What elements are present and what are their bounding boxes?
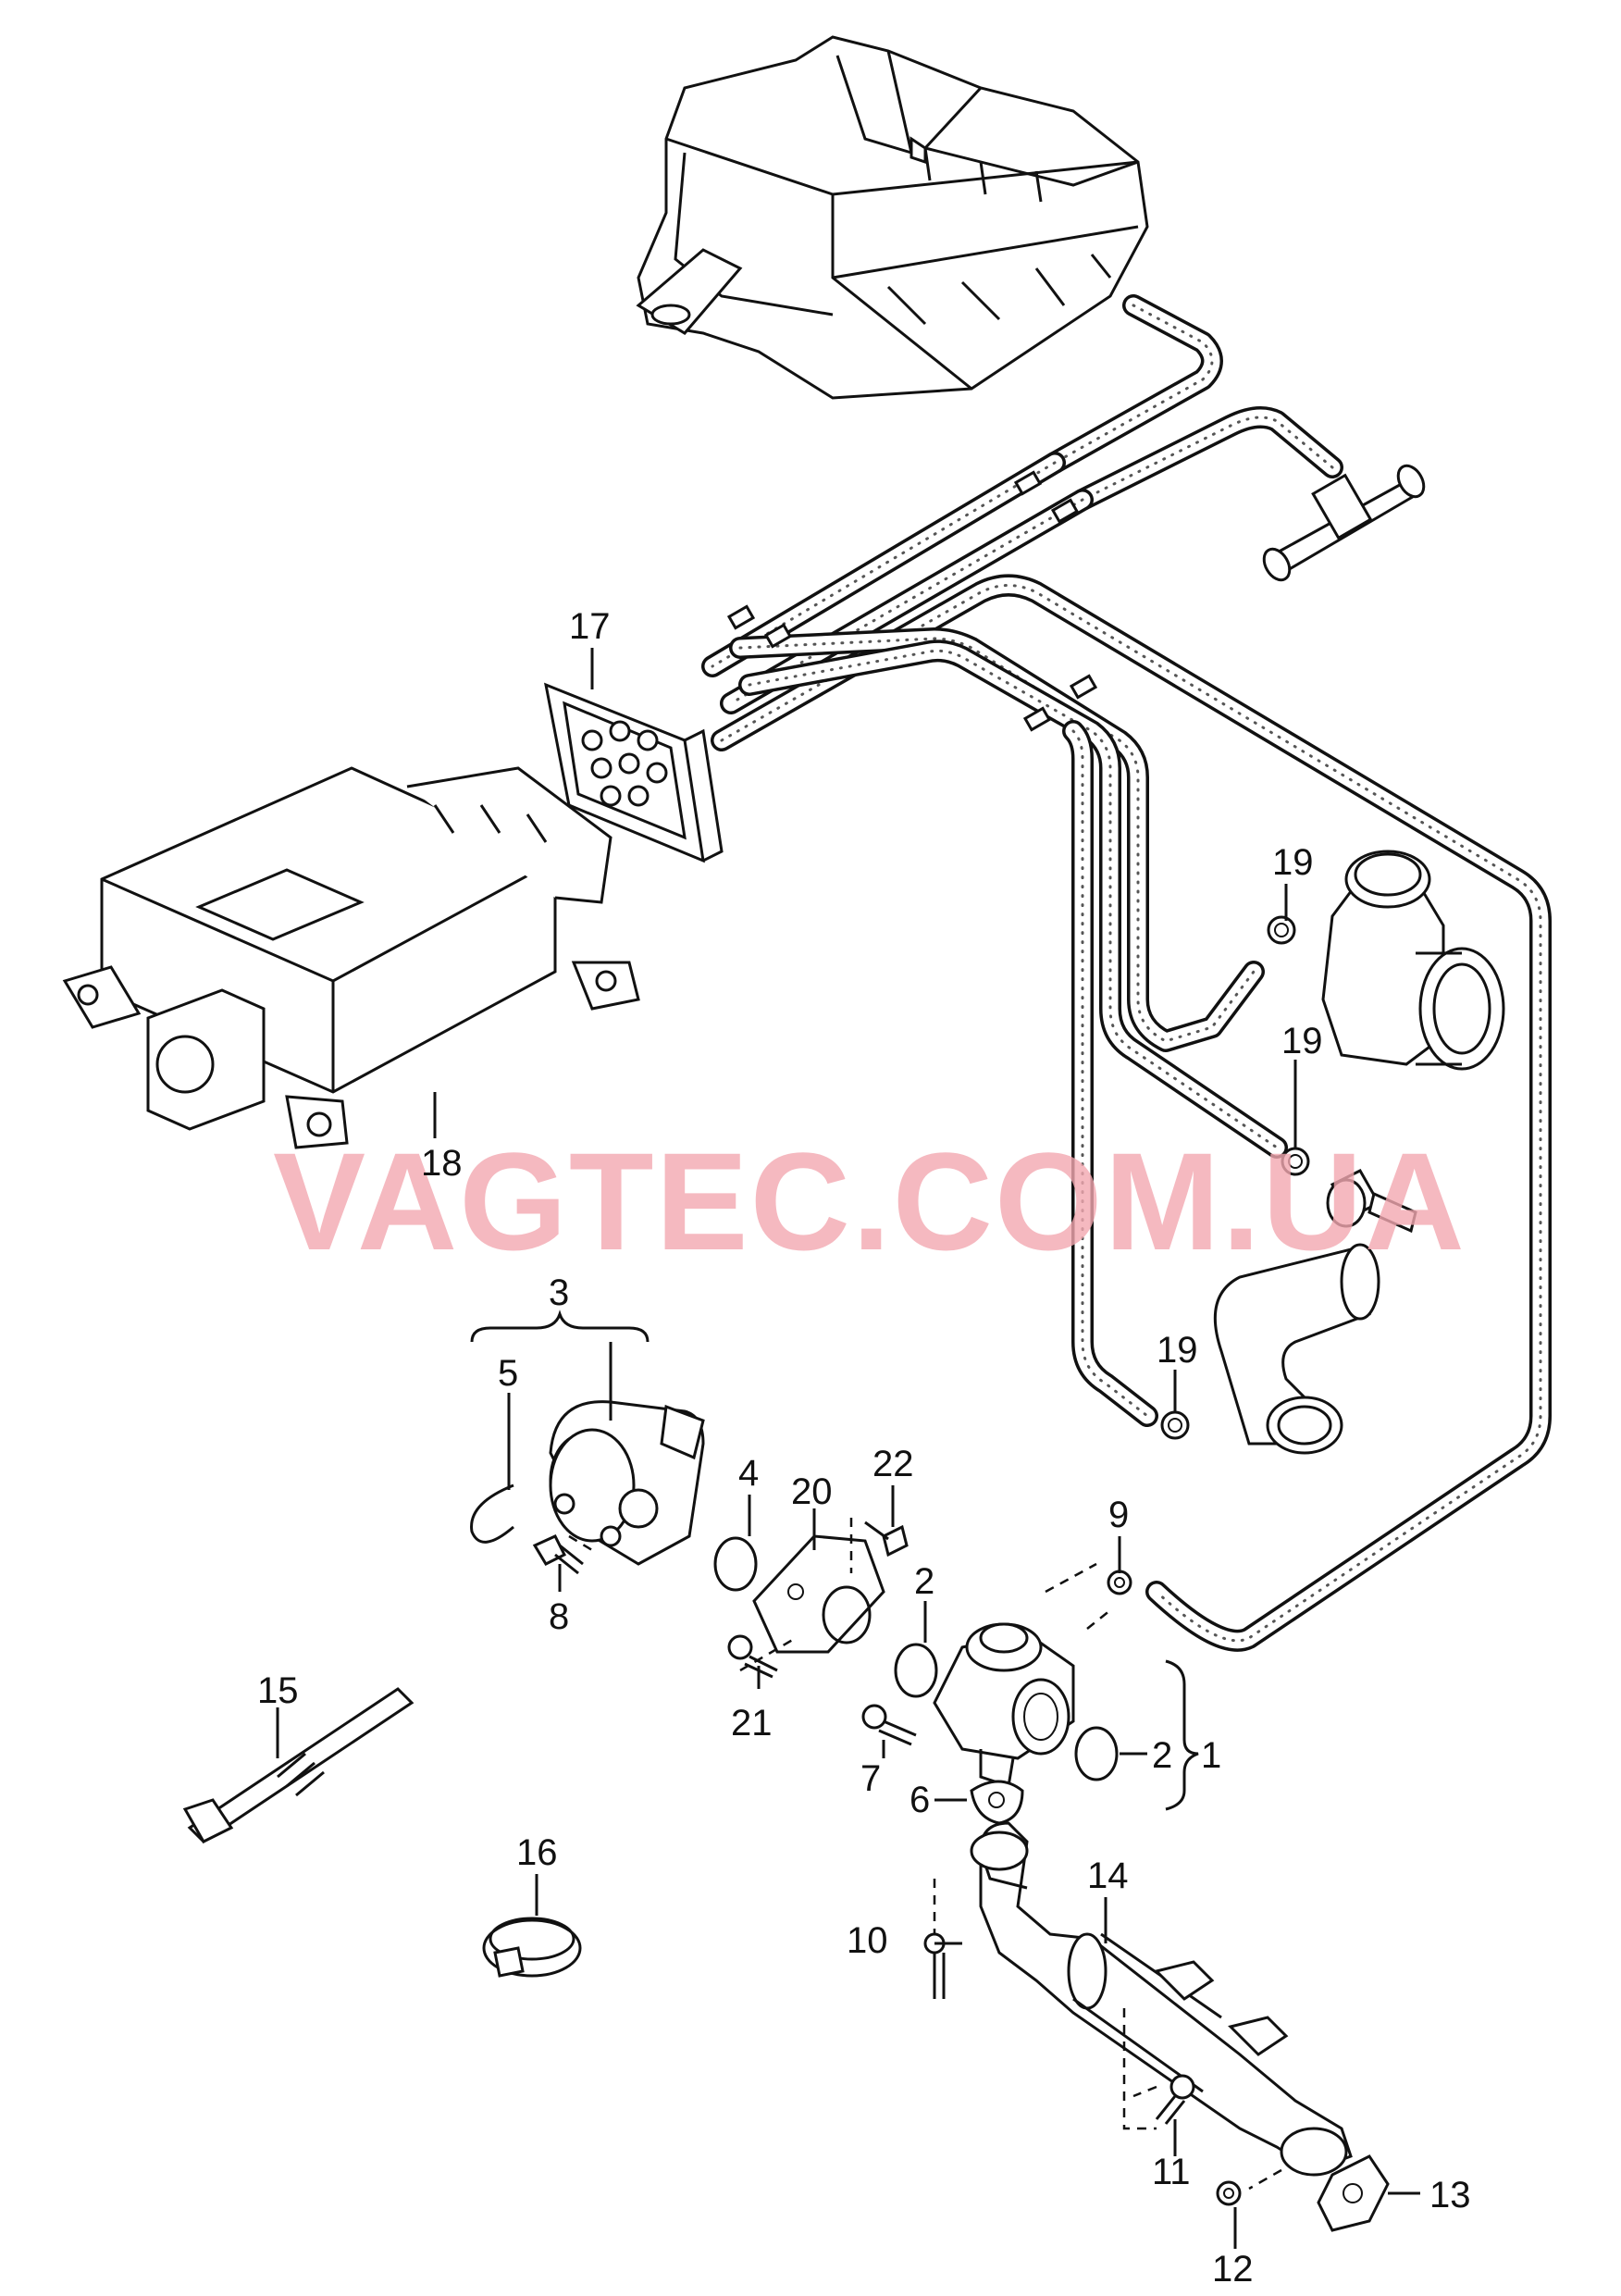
callout-2-upper: 2	[914, 1561, 934, 1602]
retaining-ring	[470, 1483, 514, 1544]
hose-clamp-19b	[1281, 1147, 1310, 1176]
callout-16: 16	[516, 1832, 558, 1873]
valve-9	[1107, 1570, 1132, 1595]
callout-19-bottom: 19	[1157, 1330, 1198, 1371]
callout-19-top: 19	[1272, 842, 1314, 883]
air-filter-housing	[636, 35, 1149, 400]
egr-cooler	[970, 1821, 1353, 2177]
callout-11: 11	[1152, 2152, 1191, 2192]
check-valve	[1262, 464, 1426, 582]
vacuum-hose-lines	[701, 294, 1552, 1652]
hose-clamp-19c	[1160, 1410, 1190, 1440]
watermark: VAGTEC.COM.UA	[273, 1123, 1466, 1279]
flange-20	[752, 1534, 885, 1654]
callout-19-middle: 19	[1281, 1021, 1323, 1061]
callout-8: 8	[549, 1596, 569, 1637]
callout-4: 4	[738, 1453, 759, 1494]
bolt-22	[864, 1520, 909, 1558]
gasket-6	[970, 1780, 1024, 1825]
callout-9: 9	[1108, 1495, 1129, 1535]
callout-1: 1	[1201, 1735, 1221, 1776]
bolt-11	[1155, 2074, 1195, 2125]
callout-18: 18	[421, 1143, 463, 1184]
callout-17: 17	[569, 606, 611, 647]
callout-6: 6	[909, 1780, 930, 1820]
turbocharger-outlet	[1321, 850, 1505, 1071]
intake-manifold-flap	[549, 1400, 705, 1566]
callout-15: 15	[257, 1670, 299, 1711]
callout-13: 13	[1429, 2175, 1471, 2215]
o-ring-4	[713, 1536, 758, 1592]
callout-20: 20	[791, 1471, 833, 1512]
egr-valve	[933, 1622, 1075, 1788]
bolt-8	[532, 1534, 584, 1575]
callout-14: 14	[1087, 1855, 1129, 1896]
nut-12	[1216, 2180, 1242, 2206]
callout-12: 12	[1212, 2249, 1254, 2290]
bolt-21	[727, 1634, 778, 1679]
hose-clamp-16	[482, 1917, 582, 1978]
gasket-13	[1317, 2154, 1390, 2232]
cable-tie	[182, 1687, 415, 1843]
control-unit	[62, 766, 640, 1149]
callout-7: 7	[860, 1758, 881, 1799]
leader-lines	[276, 648, 1420, 2249]
callout-21: 21	[731, 1703, 773, 1744]
callout-labels: 1 2 2 3 4 5 6 7 8 9 10 11 12 13 14 15 16…	[257, 606, 1471, 2290]
boost-fitting	[1326, 1169, 1417, 1234]
o-ring-2-lower	[1074, 1726, 1119, 1781]
callout-3: 3	[549, 1272, 569, 1313]
callout-10: 10	[847, 1920, 888, 1961]
hose-clamp-19a	[1267, 915, 1296, 945]
vacuum-connector	[544, 682, 724, 863]
callout-5: 5	[498, 1353, 518, 1394]
o-ring-2-upper	[894, 1643, 938, 1698]
callout-2-lower: 2	[1152, 1735, 1172, 1776]
bolt-7	[861, 1704, 917, 1746]
intake-elbow	[1213, 1243, 1380, 1455]
callout-22: 22	[872, 1444, 914, 1484]
